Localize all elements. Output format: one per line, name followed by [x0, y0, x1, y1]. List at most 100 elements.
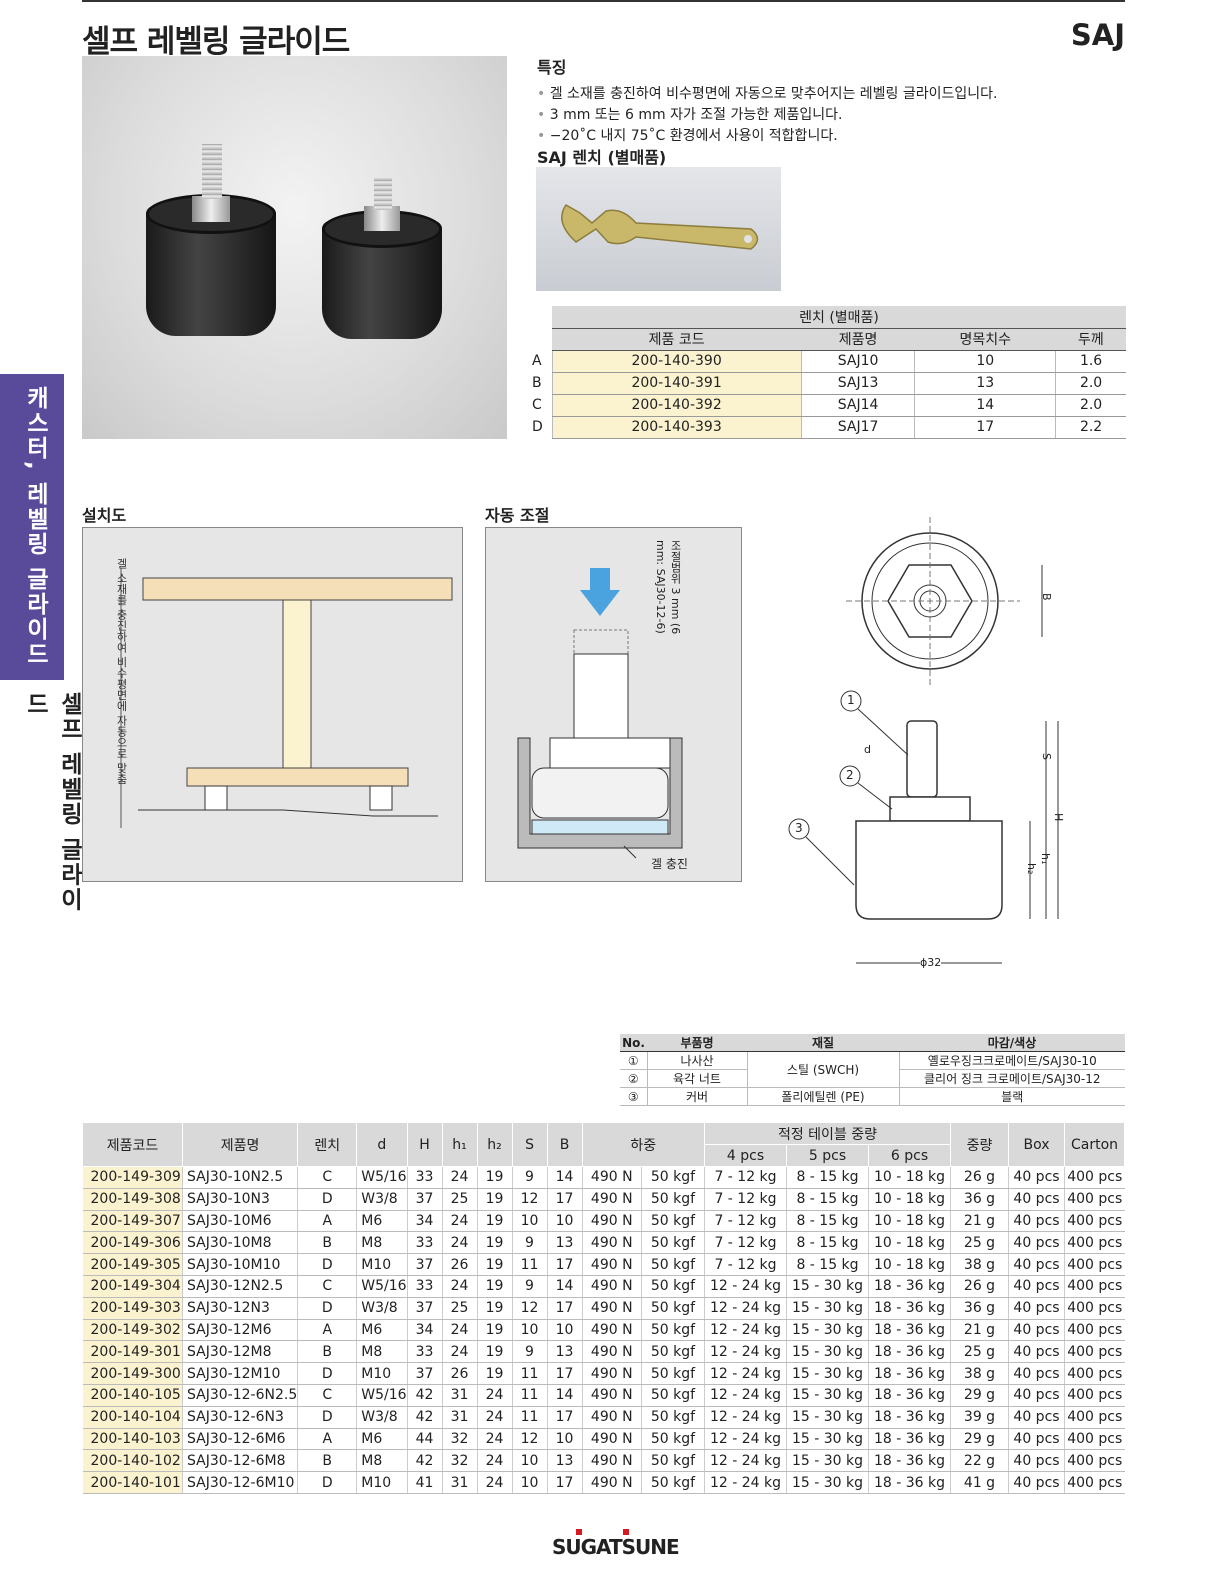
- table-cell: 24: [441, 1210, 478, 1233]
- table-cell: 36 g: [950, 1297, 1009, 1320]
- table-cell: 10 - 18 kg: [868, 1166, 951, 1189]
- table-cell: 33: [406, 1340, 443, 1364]
- table-cell: 10: [511, 1471, 548, 1494]
- table-cell: 21 g: [950, 1319, 1009, 1342]
- side-category-tab[interactable]: 캐스터, 레벨링 글라이드: [0, 374, 64, 680]
- auto-adjust-drawing: [517, 568, 683, 859]
- row-label: C: [532, 394, 552, 416]
- table-row: ③ 커버 폴리에틸렌 (PE) 블랙: [620, 1087, 1125, 1106]
- product-name-cell: SAJ30-12M6: [181, 1319, 298, 1342]
- product-code-cell: 200-149-307: [82, 1210, 183, 1233]
- table-cell: 7 - 12 kg: [704, 1253, 787, 1276]
- logo-dot: [623, 1529, 629, 1535]
- table-cell: 31: [441, 1384, 478, 1407]
- table-cell: M8: [356, 1231, 408, 1255]
- table-cell: 40 pcs: [1008, 1319, 1065, 1342]
- table-cell: 12 - 24 kg: [704, 1340, 787, 1364]
- product-name-cell: SAJ30-12N2.5: [181, 1275, 298, 1298]
- table-cell: 40 pcs: [1008, 1188, 1065, 1211]
- table-cell: 14: [546, 1384, 583, 1407]
- table-cell: 24: [476, 1428, 513, 1451]
- table-cell: 18 - 36 kg: [868, 1449, 951, 1473]
- table-cell: 12: [511, 1428, 548, 1451]
- table-cell: 32: [441, 1449, 478, 1473]
- table-cell: 24: [441, 1340, 478, 1364]
- col-header: B: [546, 1122, 583, 1167]
- table-cell: SAJ17: [800, 416, 915, 439]
- product-name-cell: SAJ30-10M6: [181, 1210, 298, 1233]
- product-code-cell: 200-149-301: [82, 1340, 183, 1364]
- col-header: 마감/색상: [899, 1034, 1125, 1052]
- table-cell: 37: [406, 1362, 443, 1385]
- table-cell: 12 - 24 kg: [704, 1275, 787, 1298]
- table-cell: A: [297, 1210, 357, 1233]
- dimension-svg: [788, 517, 1059, 964]
- table-cell: 33: [406, 1166, 443, 1189]
- table-cell: 8 - 15 kg: [786, 1253, 869, 1276]
- table-cell: 19: [476, 1362, 513, 1385]
- table-cell: 490 N: [581, 1406, 642, 1429]
- table-cell: B: [297, 1231, 357, 1255]
- table-cell: 26: [441, 1362, 478, 1385]
- arrow-down-icon: [580, 568, 620, 616]
- table-cell: 40 pcs: [1008, 1428, 1065, 1451]
- table-cell: SAJ10: [800, 350, 915, 373]
- table-cell: 8 - 15 kg: [786, 1210, 869, 1233]
- table-cell: 9: [511, 1275, 548, 1298]
- table-cell: 18 - 36 kg: [868, 1297, 951, 1320]
- product-code-cell: 200-149-302: [82, 1319, 183, 1342]
- table-cell: 15 - 30 kg: [786, 1362, 869, 1385]
- table-cell: 10 - 18 kg: [868, 1188, 951, 1211]
- col-header: 적정 테이블 중량: [704, 1122, 951, 1145]
- table-cell: 12 - 24 kg: [704, 1471, 787, 1494]
- table-cell: 9: [511, 1166, 548, 1189]
- table-cell: 400 pcs: [1064, 1362, 1125, 1385]
- product-code-cell: 200-149-300: [82, 1362, 183, 1385]
- table-cell: 10 - 18 kg: [868, 1231, 951, 1255]
- table-cell: 50 kgf: [640, 1253, 705, 1276]
- table-cell: 36 g: [950, 1188, 1009, 1211]
- table-row: ① 나사산 스틸 (SWCH) 옐로우징크크로메이트/SAJ30-10: [620, 1051, 1125, 1088]
- table-cell: 10: [511, 1210, 548, 1233]
- product-code-cell: 200-149-303: [82, 1297, 183, 1320]
- table-cell: 2.0: [1055, 372, 1126, 395]
- table-cell: M8: [356, 1449, 408, 1473]
- table-cell: 40 pcs: [1008, 1253, 1065, 1276]
- table-cell: 40 pcs: [1008, 1210, 1065, 1233]
- feature-item: −20˚C 내지 75˚C 환경에서 사용이 적합합니다.: [537, 126, 1127, 147]
- table-cell: 40 pcs: [1008, 1297, 1065, 1320]
- table-cell: 31: [441, 1406, 478, 1429]
- table-cell: 10: [511, 1319, 548, 1342]
- table-cell: 10: [546, 1210, 583, 1233]
- wrench-photo: [536, 167, 781, 291]
- table-cell: 13: [914, 372, 1056, 395]
- table-cell: 22 g: [950, 1449, 1009, 1473]
- table-cell: 14: [914, 394, 1056, 417]
- table-cell: 25 g: [950, 1231, 1009, 1255]
- table-cell: W5/16: [356, 1275, 408, 1298]
- product-name-cell: SAJ30-12N3: [181, 1297, 298, 1320]
- col-header: d: [356, 1122, 408, 1167]
- table-cell: 50 kgf: [640, 1297, 705, 1320]
- brand-logo: SUGATSUNE: [552, 1529, 680, 1559]
- table-cell: W5/16: [356, 1166, 408, 1189]
- install-label: 설치도: [82, 506, 127, 525]
- table-cell: 10 - 18 kg: [868, 1210, 951, 1233]
- auto-adjust-note: 조절범위 3 mm (6 mm: SAJ30-12-6): [654, 540, 682, 635]
- table-cell: 490 N: [581, 1210, 642, 1233]
- table-cell: 18 - 36 kg: [868, 1275, 951, 1298]
- table-cell: 15 - 30 kg: [786, 1275, 869, 1298]
- col-header: h₁: [441, 1122, 478, 1167]
- part-name: 커버: [646, 1087, 747, 1106]
- table-cell: W3/8: [356, 1188, 408, 1211]
- table-cell: 19: [476, 1275, 513, 1298]
- auto-adjust-diagram: 조절범위 3 mm (6 mm: SAJ30-12-6) 겔 충진: [485, 527, 742, 882]
- table-cell: 400 pcs: [1064, 1449, 1125, 1473]
- table-cell: 26 g: [950, 1275, 1009, 1298]
- part-finish: 옐로우징크크로메이트/SAJ30-10: [898, 1051, 1125, 1070]
